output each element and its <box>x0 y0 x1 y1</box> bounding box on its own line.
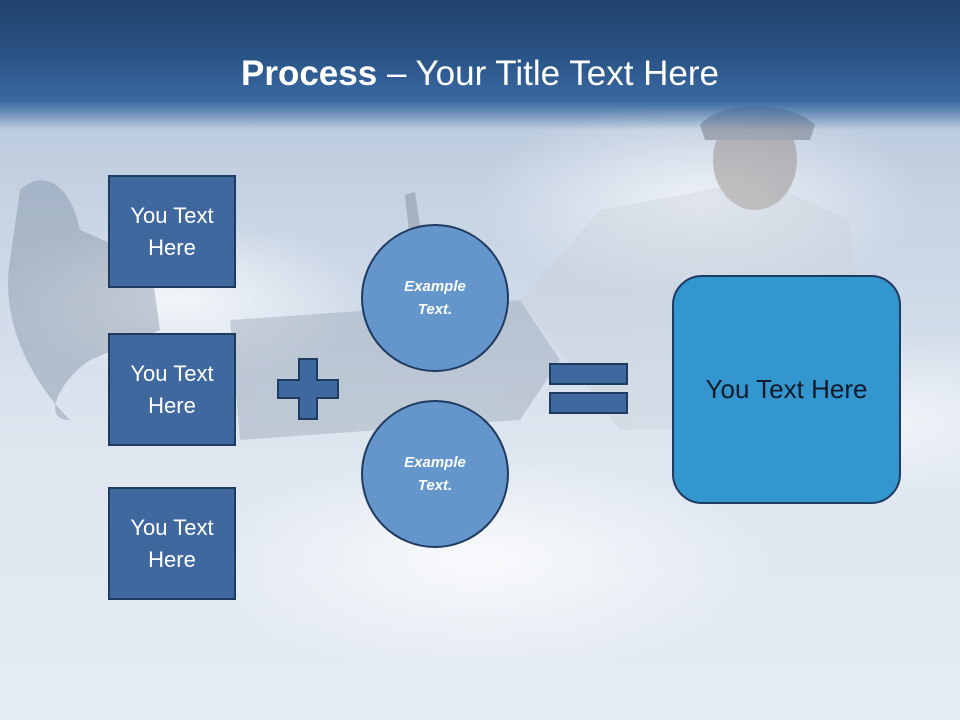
input-box-label: You Text Here <box>130 202 214 260</box>
input-box-3: You Text Here <box>108 487 236 600</box>
equals-icon <box>549 363 628 414</box>
title-bar <box>0 0 960 130</box>
input-box-label: You Text Here <box>130 514 214 572</box>
circle-label: Example Text. <box>404 278 466 318</box>
example-circle-1: Example Text. <box>361 224 509 372</box>
input-box-1: You Text Here <box>108 175 236 288</box>
example-circle-2: Example Text. <box>361 400 509 548</box>
plus-icon <box>277 358 339 420</box>
title-rest: – Your Title Text Here <box>377 54 719 93</box>
page-title: Process – Your Title Text Here <box>0 52 960 96</box>
input-box-2: You Text Here <box>108 333 236 446</box>
circle-label: Example Text. <box>404 454 466 494</box>
input-box-label: You Text Here <box>130 360 214 418</box>
result-box: You Text Here <box>672 275 901 504</box>
title-bold: Process <box>241 54 378 93</box>
result-label: You Text Here <box>705 374 868 404</box>
